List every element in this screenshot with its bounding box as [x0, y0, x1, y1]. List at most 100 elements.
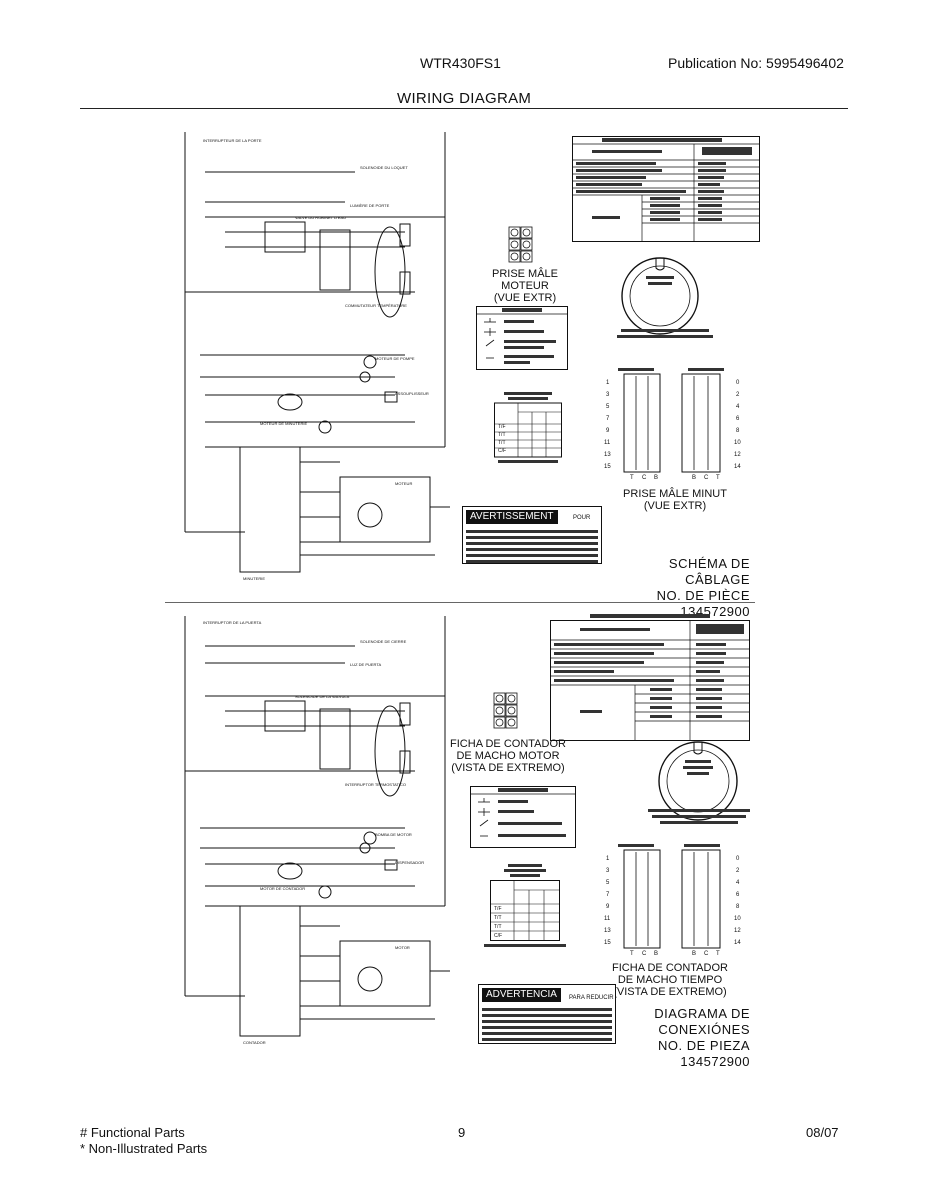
- svg-text:8: 8: [736, 428, 740, 434]
- svg-text:INTERRUPTOR TERMOSTATICO: INTERRUPTOR TERMOSTATICO: [345, 782, 406, 787]
- svg-text:5: 5: [606, 404, 610, 410]
- publication-number: Publication No: 5995496402: [668, 55, 844, 71]
- model-number: WTR430FS1: [420, 55, 501, 71]
- svg-text:C: C: [642, 951, 647, 956]
- svg-text:SOLENOIDE DE LA VALVULA: SOLENOIDE DE LA VALVULA: [295, 694, 350, 699]
- svg-text:INTERRUPTOR DE LA PUERTA: INTERRUPTOR DE LA PUERTA: [203, 620, 262, 625]
- top-water-level-dial: [621, 257, 699, 335]
- svg-text:T/T: T/T: [494, 924, 502, 930]
- svg-text:6: 6: [736, 416, 740, 422]
- bottom-warning-note: PARA REDUCIR: [569, 995, 614, 1001]
- svg-text:3: 3: [606, 392, 610, 398]
- footer-functional-parts: # Functional Parts: [80, 1125, 185, 1140]
- footer-date: 08/07: [806, 1125, 839, 1140]
- svg-text:B: B: [692, 475, 696, 480]
- footer-non-illustrated-parts: * Non-Illustrated Parts: [80, 1141, 208, 1156]
- svg-text:LUZ DE PUERTA: LUZ DE PUERTA: [350, 662, 382, 667]
- svg-text:ASSOUPLISSEUR: ASSOUPLISSEUR: [395, 391, 429, 396]
- svg-text:0: 0: [736, 380, 740, 386]
- diagram-divider: [165, 602, 755, 603]
- bottom-motor-plug-grid: [493, 692, 518, 729]
- bottom-warning-heading: ADVERTENCIA: [482, 988, 561, 1002]
- svg-text:C/F: C/F: [494, 933, 502, 939]
- bottom-wiring-legend: [470, 786, 576, 848]
- svg-text:DISPENSADOR: DISPENSADOR: [395, 860, 424, 865]
- svg-text:12: 12: [734, 452, 741, 458]
- svg-text:BOMBA DE MOTOR: BOMBA DE MOTOR: [375, 832, 412, 837]
- svg-text:1: 1: [606, 856, 610, 862]
- svg-text:2: 2: [736, 868, 740, 874]
- svg-text:T/F: T/F: [494, 906, 502, 912]
- svg-text:7: 7: [606, 416, 610, 422]
- top-wiring-legend: [476, 306, 568, 370]
- svg-text:T: T: [630, 951, 634, 956]
- bottom-warning-box: ADVERTENCIA PARA REDUCIR: [478, 984, 616, 1044]
- header-rule: [80, 108, 848, 109]
- svg-text:MINUTERIE: MINUTERIE: [243, 576, 265, 581]
- page-title: WIRING DIAGRAM: [397, 90, 532, 107]
- svg-text:7: 7: [606, 892, 610, 898]
- svg-text:9: 9: [606, 904, 610, 910]
- svg-text:T/F: T/F: [498, 424, 506, 430]
- top-warning-note: POUR: [573, 515, 591, 521]
- svg-text:11: 11: [604, 440, 611, 446]
- svg-text:9: 9: [606, 428, 610, 434]
- top-schematic-drawing: INTERRUPTEUR DE LA PORTE SOLENOIDE DU LO…: [184, 132, 450, 581]
- svg-text:8: 8: [736, 904, 740, 910]
- svg-text:0: 0: [736, 856, 740, 862]
- svg-text:LUMIÈRE DE PORTE: LUMIÈRE DE PORTE: [350, 203, 390, 208]
- svg-text:T: T: [630, 475, 634, 480]
- svg-text:B: B: [654, 475, 658, 480]
- svg-text:MOTOR: MOTOR: [395, 945, 410, 950]
- svg-text:INTERRUPTEUR DE LA PORTE: INTERRUPTEUR DE LA PORTE: [203, 138, 262, 143]
- svg-text:T: T: [716, 475, 720, 480]
- svg-text:13: 13: [604, 452, 611, 458]
- bottom-schematic-drawing: INTERRUPTOR DE LA PUERTA SOLENOIDE DE CI…: [184, 616, 450, 1045]
- svg-text:T/T: T/T: [498, 432, 506, 438]
- bottom-dial-note: [648, 809, 750, 824]
- svg-text:MOTOR DE CONTADOR: MOTOR DE CONTADOR: [260, 886, 305, 891]
- top-timer-plug-caption: PRISE MÂLE MINUT (VUE EXTR): [623, 488, 727, 512]
- svg-text:14: 14: [734, 464, 741, 470]
- bottom-part-number-label: DIAGRAMA DE CONEXIÓNES NO. DE PIEZA 1345…: [654, 1006, 750, 1069]
- svg-text:COMMUTATEUR TEMPÉRATURE: COMMUTATEUR TEMPÉRATURE: [345, 303, 407, 308]
- top-warning-box: AVERTISSEMENT POUR: [462, 506, 602, 564]
- svg-text:SOLENOIDE DE CIERRE: SOLENOIDE DE CIERRE: [360, 639, 407, 644]
- top-temperature-switch-table: T/F T/T T/T C/F: [494, 392, 562, 463]
- svg-text:10: 10: [734, 440, 741, 446]
- svg-text:14: 14: [734, 940, 741, 946]
- svg-text:B: B: [692, 951, 696, 956]
- footer-page-number: 9: [458, 1125, 466, 1140]
- svg-text:T/T: T/T: [498, 440, 506, 446]
- bottom-timer-plug-caption: FICHA DE CONTADOR DE MACHO TIEMPO (VISTA…: [612, 962, 728, 998]
- svg-text:5: 5: [606, 880, 610, 886]
- svg-text:B: B: [654, 951, 658, 956]
- svg-text:10: 10: [734, 916, 741, 922]
- svg-text:C: C: [704, 475, 709, 480]
- bottom-resistance-table: [550, 614, 750, 741]
- svg-text:15: 15: [604, 940, 611, 946]
- svg-text:11: 11: [604, 916, 611, 922]
- top-dial-note: [617, 329, 713, 338]
- top-motor-plug-grid: [508, 226, 533, 263]
- svg-text:13: 13: [604, 928, 611, 934]
- svg-text:15: 15: [604, 464, 611, 470]
- svg-text:MOTEUR DE POMPE: MOTEUR DE POMPE: [375, 356, 415, 361]
- svg-text:6: 6: [736, 892, 740, 898]
- svg-text:C/F: C/F: [498, 448, 506, 454]
- top-warning-heading: AVERTISSEMENT: [466, 510, 558, 524]
- top-resistance-table: [572, 136, 760, 242]
- svg-text:4: 4: [736, 404, 740, 410]
- bottom-wiring-diagram: INTERRUPTOR DE LA PUERTA SOLENOIDE DE CI…: [165, 606, 765, 1086]
- svg-text:MOTEUR: MOTEUR: [395, 481, 412, 486]
- svg-text:MOTEUR DE MINUTERIE: MOTEUR DE MINUTERIE: [260, 421, 307, 426]
- svg-text:2: 2: [736, 392, 740, 398]
- svg-text:C: C: [704, 951, 709, 956]
- svg-text:CONTADOR: CONTADOR: [243, 1040, 266, 1045]
- svg-text:12: 12: [734, 928, 741, 934]
- svg-text:T: T: [716, 951, 720, 956]
- svg-text:1: 1: [606, 380, 610, 386]
- svg-text:T/T: T/T: [494, 915, 502, 921]
